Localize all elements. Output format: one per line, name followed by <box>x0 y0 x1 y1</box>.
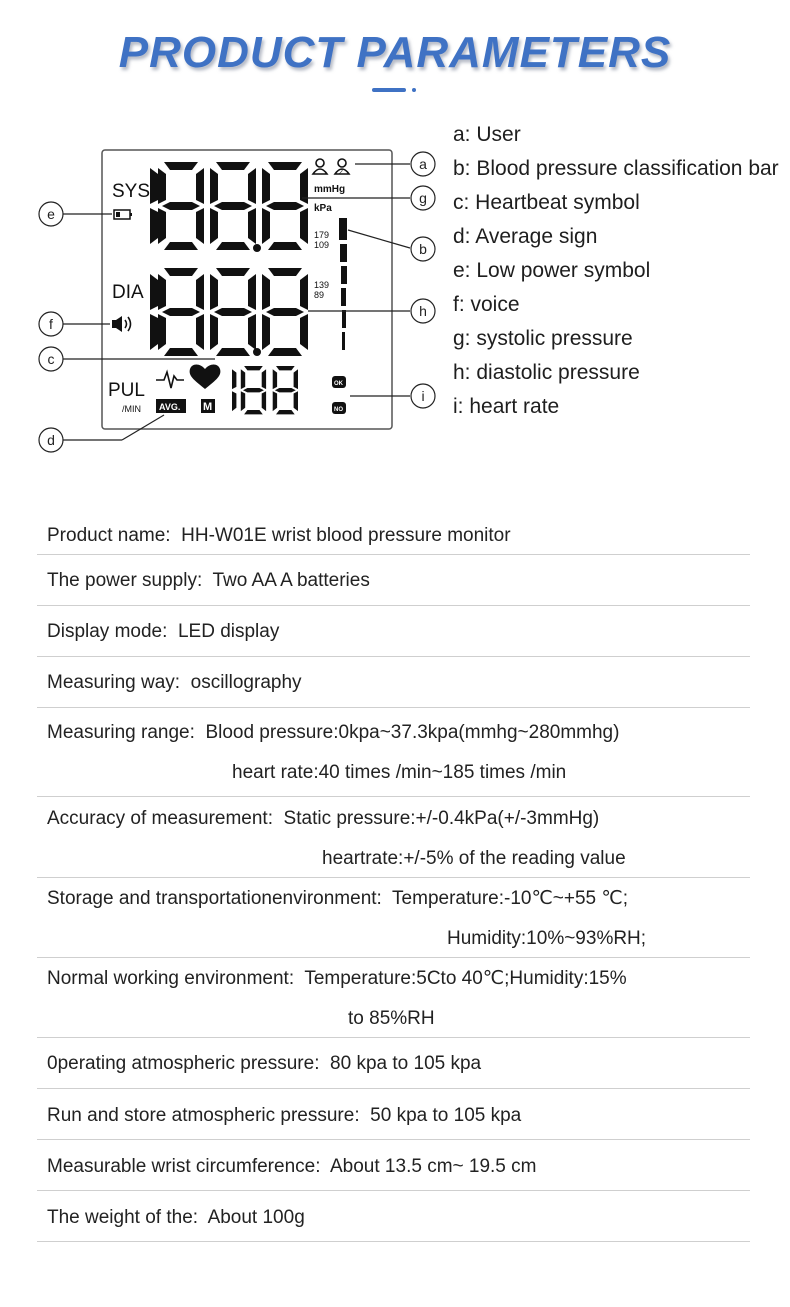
spec-value-sub: heartrate:+/-5% of the reading value <box>322 848 626 869</box>
no-badge <box>332 402 346 414</box>
spec-value: Two AA A batteries <box>212 570 370 591</box>
user-2-icon: 2 <box>333 158 351 176</box>
spec-value: Temperature:5Cto 40℃;Humidity:15% <box>304 968 627 989</box>
avg-badge <box>156 399 186 413</box>
spec-label: Display mode: <box>47 621 168 642</box>
spec-label: Accuracy of measurement: <box>47 808 273 829</box>
legend-item-average: d: Average sign <box>453 225 598 248</box>
voice-icon <box>112 316 132 332</box>
spec-table: Product name: HH-W01E wrist blood pressu… <box>37 508 750 1242</box>
legend-item-heartbeat: c: Heartbeat symbol <box>453 191 640 214</box>
page-title: PRODUCT PARAMETERS <box>118 28 672 77</box>
callout-g: g <box>419 190 427 206</box>
spec-value: Static pressure:+/-0.4kPa(+/-3mmHg) <box>283 808 600 829</box>
legend-item-low-power: e: Low power symbol <box>453 259 651 282</box>
spec-value: oscillography <box>190 672 302 693</box>
callout-b: b <box>419 241 427 257</box>
user-icon <box>311 158 329 175</box>
ok-badge <box>332 376 346 388</box>
spec-label: The weight of the: <box>47 1207 199 1228</box>
spec-value-sub: heart rate:40 times /min~185 times /min <box>232 762 567 783</box>
callout-c: c <box>48 351 55 367</box>
title-underline <box>372 88 406 92</box>
spec-value: Temperature:-10℃~+55 ℃; <box>392 888 629 909</box>
legend-item-heart-rate: i: heart rate <box>453 395 560 418</box>
tick-179: 179 <box>314 230 329 240</box>
spec-row-measuring-range: Measuring range: Blood pressure:0kpa~37.… <box>37 708 750 797</box>
spec-value: HH-W01E wrist blood pressure monitor <box>181 525 511 546</box>
spec-row-display-mode: Display mode: LED display <box>37 606 750 657</box>
spec-row-measuring-way: Measuring way: oscillography <box>37 657 750 708</box>
legend-list: a: User b: Blood pressure classification… <box>453 118 788 424</box>
spec-label: Normal working environment: <box>47 968 295 989</box>
user-2-number: 2 <box>339 169 343 176</box>
ok-label: OK <box>334 381 344 387</box>
pulse-wave-icon <box>156 369 184 389</box>
callout-i: i <box>421 388 424 404</box>
legend-item-diastolic: h: diastolic pressure <box>453 361 640 384</box>
classification-bar <box>339 218 347 350</box>
spec-row-operating-pressure: 0perating atmospheric pressure: 80 kpa t… <box>37 1038 750 1089</box>
legend-item-voice: f: voice <box>453 293 520 316</box>
heart-icon <box>189 364 221 389</box>
spec-row-working-environment: Normal working environment: Temperature:… <box>37 958 750 1038</box>
callout-e: e <box>47 206 55 222</box>
spec-value: 80 kpa to 105 kpa <box>330 1053 482 1074</box>
spec-label: Measuring range: <box>47 722 195 743</box>
tick-109: 109 <box>314 240 329 250</box>
avg-label: AVG. <box>159 402 180 412</box>
spec-label: Product name: <box>47 525 171 546</box>
per-min-label: /MIN <box>122 404 141 414</box>
spec-row-weight: The weight of the: About 100g <box>37 1191 750 1242</box>
callout-f: f <box>49 316 53 332</box>
spec-row-store-pressure: Run and store atmospheric pressure: 50 k… <box>37 1089 750 1140</box>
sys-label: SYS <box>112 181 150 202</box>
lcd-display-diagram: SYS DIA 2 mmHg kPa 179 109 139 89 <box>38 149 436 453</box>
spec-label: The power supply: <box>47 570 203 591</box>
legend-item-user: a: User <box>453 123 521 146</box>
callout-d: d <box>47 432 55 448</box>
spec-value: LED display <box>177 621 280 642</box>
mmhg-label: mmHg <box>314 184 345 195</box>
pul-label: PUL <box>108 380 145 401</box>
callout-h: h <box>419 303 427 319</box>
spec-label: 0perating atmospheric pressure: <box>47 1053 320 1074</box>
tick-139: 139 <box>314 280 329 290</box>
legend-item-systolic: g: systolic pressure <box>453 327 633 350</box>
memory-badge <box>201 399 215 413</box>
memory-label: M <box>203 401 212 413</box>
spec-label: Storage and transportationenvironment: <box>47 888 382 909</box>
spec-row-storage-environment: Storage and transportationenvironment: T… <box>37 878 750 958</box>
tick-89: 89 <box>314 290 324 300</box>
spec-value-sub: Humidity:10%~93%RH; <box>447 928 647 949</box>
callout-a: a <box>419 156 427 172</box>
spec-value: 50 kpa to 105 kpa <box>370 1105 522 1126</box>
spec-label: Run and store atmospheric pressure: <box>47 1105 360 1126</box>
low-battery-icon <box>113 209 132 220</box>
spec-row-product-name: Product name: HH-W01E wrist blood pressu… <box>37 508 750 555</box>
kpa-label: kPa <box>314 203 332 214</box>
title-underline-dot <box>412 88 416 92</box>
legend-item-classification-bar: b: Blood pressure classification bar <box>453 157 779 180</box>
spec-label: Measurable wrist circumference: <box>47 1156 321 1177</box>
spec-value: Blood pressure:0kpa~37.3kpa(mmhg~280mmhg… <box>205 722 620 743</box>
spec-row-wrist-circumference: Measurable wrist circumference: About 13… <box>37 1140 750 1191</box>
spec-row-power-supply: The power supply: Two AA A batteries <box>37 555 750 606</box>
no-label: NO <box>334 407 343 413</box>
spec-value-sub: to 85%RH <box>348 1008 435 1029</box>
spec-value: About 100g <box>207 1207 305 1228</box>
dia-label: DIA <box>112 282 144 303</box>
spec-value: About 13.5 cm~ 19.5 cm <box>330 1156 537 1177</box>
spec-row-accuracy: Accuracy of measurement: Static pressure… <box>37 797 750 878</box>
spec-label: Measuring way: <box>47 672 181 693</box>
